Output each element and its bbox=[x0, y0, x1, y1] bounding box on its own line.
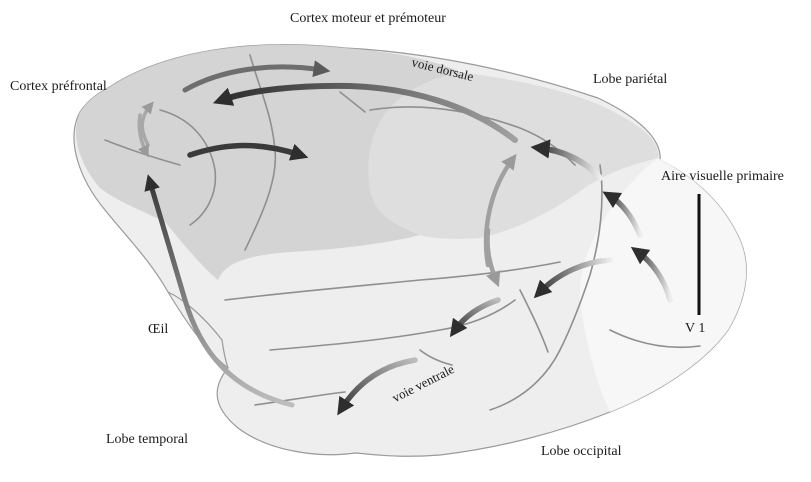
label-motor-premotor-cortex: Cortex moteur et prémoteur bbox=[290, 12, 446, 26]
label-v1: V 1 bbox=[685, 322, 705, 336]
label-primary-visual-area: Aire visuelle primaire bbox=[661, 170, 784, 184]
label-parietal-lobe: Lobe pariétal bbox=[593, 73, 667, 87]
label-prefrontal-cortex: Cortex préfrontal bbox=[10, 80, 107, 94]
label-occipital-lobe: Lobe occipital bbox=[541, 445, 621, 459]
label-eye: Œil bbox=[148, 323, 168, 337]
label-temporal-lobe: Lobe temporal bbox=[106, 433, 188, 447]
